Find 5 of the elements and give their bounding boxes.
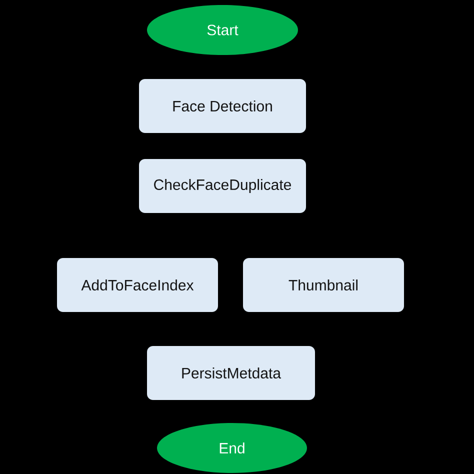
process-box: Thumbnail (243, 258, 404, 312)
process-box: Face Detection (139, 79, 306, 133)
process-box: CheckFaceDuplicate (139, 159, 306, 213)
process-box: PersistMetdata (147, 346, 315, 400)
process-box: AddToFaceIndex (57, 258, 218, 312)
